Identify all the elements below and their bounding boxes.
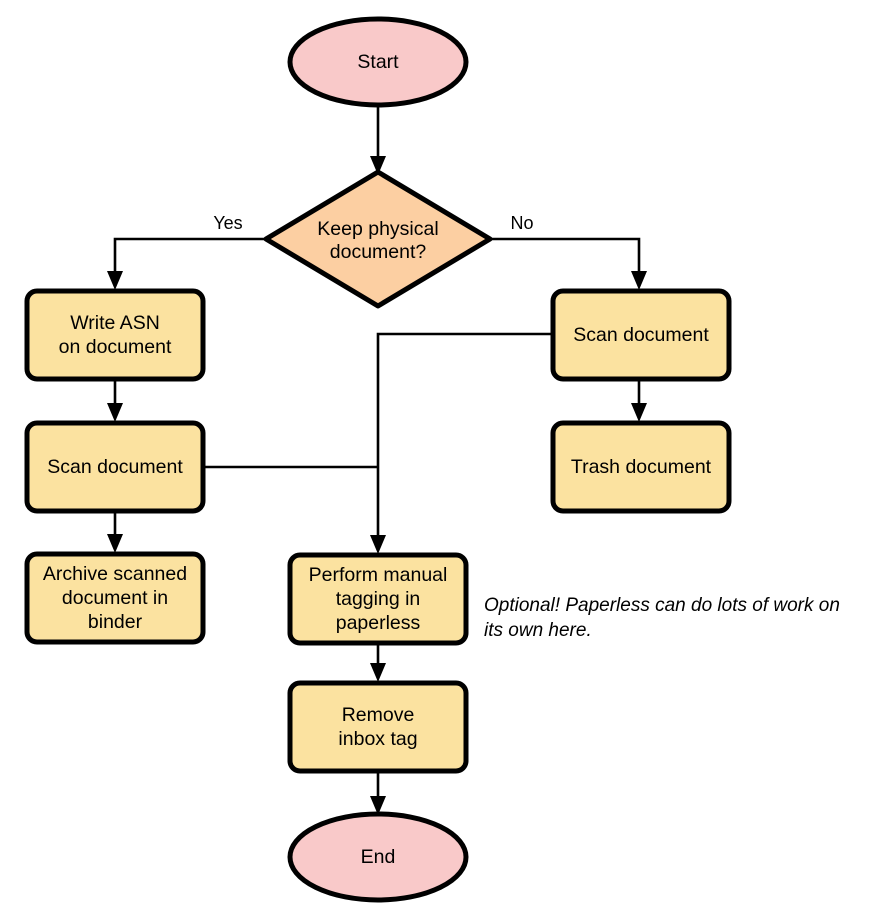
node-decision-label-line2: document? — [330, 241, 427, 263]
node-scan-document-right[interactable]: Scan document — [550, 288, 732, 382]
edge-remove-inbox-to-end — [370, 771, 386, 815]
node-end-label: End — [361, 846, 396, 868]
node-remove-inbox-label-line2: inbox tag — [338, 728, 417, 750]
edge-scan-right-to-trash — [631, 379, 647, 422]
edge-decision-yes-to-write-asn — [107, 237, 264, 290]
edge-start-to-decision — [370, 105, 386, 175]
node-end[interactable]: End — [287, 811, 469, 903]
edge-tagging-to-remove-inbox — [370, 642, 386, 682]
node-trash-document[interactable]: Trash document — [550, 420, 732, 514]
node-archive-label-line3: binder — [88, 611, 143, 633]
node-perform-manual-tagging[interactable]: Perform manual tagging in paperless — [287, 552, 469, 646]
edge-scan-right-to-tagging — [370, 332, 553, 554]
node-tagging-label-line3: paperless — [336, 612, 421, 634]
node-archive-label-line2: document in — [62, 587, 168, 609]
edge-label-no: No — [510, 213, 533, 233]
annotation-note-line2: its own here. — [484, 620, 592, 641]
annotation-note-line1: Optional! Paperless can do lots of work … — [484, 595, 840, 616]
node-scan-document-left-label: Scan document — [47, 456, 183, 478]
node-trash-document-label: Trash document — [571, 456, 712, 478]
edge-scan-left-to-archive — [107, 511, 123, 553]
node-remove-inbox-label-line1: Remove — [342, 704, 415, 726]
annotation-optional-note: Optional! Paperless can do lots of work … — [484, 595, 840, 641]
node-scan-document-right-label: Scan document — [573, 324, 709, 346]
node-scan-document-left[interactable]: Scan document — [24, 420, 206, 514]
node-decision-keep-physical-document[interactable]: Keep physical document? — [263, 169, 493, 309]
node-archive-label-line1: Archive scanned — [43, 563, 187, 585]
node-write-asn-label-line1: Write ASN — [70, 312, 160, 334]
node-write-asn[interactable]: Write ASN on document — [24, 288, 206, 382]
node-archive-scanned-document[interactable]: Archive scanned document in binder — [24, 551, 206, 645]
node-tagging-label-line2: tagging in — [336, 588, 421, 610]
node-tagging-label-line1: Perform manual — [309, 564, 448, 586]
node-start[interactable]: Start — [287, 16, 469, 108]
node-remove-inbox-tag[interactable]: Remove inbox tag — [287, 680, 469, 774]
node-start-label: Start — [357, 51, 399, 73]
node-decision-label-line1: Keep physical — [317, 218, 438, 240]
edge-label-yes: Yes — [213, 213, 242, 233]
edge-decision-no-to-scan-right — [492, 237, 647, 290]
node-write-asn-label-line2: on document — [59, 336, 172, 358]
edge-write-asn-to-scan-left — [107, 379, 123, 422]
